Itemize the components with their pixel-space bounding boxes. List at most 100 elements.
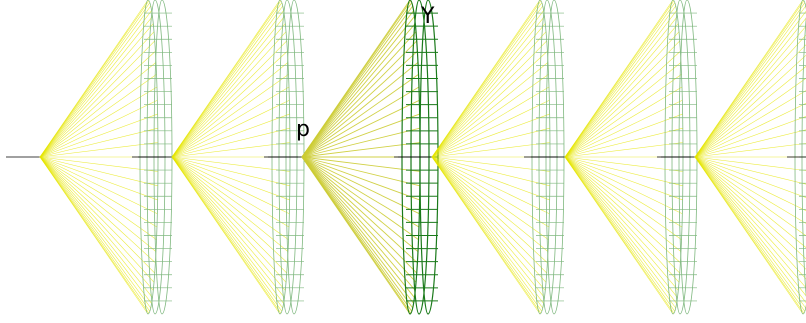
generator-line (171, 156, 283, 312)
generator-line (694, 54, 806, 158)
generator-line (39, 86, 158, 158)
generator-line (301, 23, 416, 158)
generator-line (301, 10, 414, 158)
generator-line (431, 156, 543, 312)
generator-line (564, 62, 682, 158)
generator-line (171, 23, 286, 158)
generator-line (39, 156, 157, 240)
generator-line (39, 10, 152, 158)
generator-line (564, 156, 681, 263)
generator-line (694, 0, 805, 158)
generator-line (694, 116, 806, 158)
generator-line (431, 10, 544, 158)
generator-line (431, 127, 550, 158)
generator-line (564, 156, 676, 309)
generator-line (431, 113, 550, 158)
generator-line (564, 40, 680, 158)
generator-line (694, 156, 806, 312)
generator-line (564, 86, 683, 158)
generator-line (171, 5, 283, 158)
generator-line (171, 156, 290, 214)
cone (398, 0, 565, 315)
generator-line (431, 16, 545, 158)
generator-line (301, 156, 421, 172)
generator-line (431, 156, 550, 187)
generator-line (301, 156, 419, 252)
generator-line (301, 142, 421, 158)
generator-line (39, 156, 151, 312)
generator-line (431, 156, 546, 291)
generator-line (431, 86, 550, 158)
generator-line (694, 156, 806, 198)
generator-line (171, 156, 290, 228)
generator-line (564, 10, 677, 158)
generator-line (694, 156, 806, 248)
cone-label-y: Y (421, 4, 435, 29)
generator-line (564, 156, 683, 214)
generator-line (431, 156, 550, 201)
generator-line (431, 51, 548, 158)
generator-line (694, 34, 806, 158)
generator-line (171, 156, 290, 172)
generator-line (39, 156, 158, 187)
generator-line (694, 156, 806, 289)
generator-line (171, 156, 284, 304)
generator-line (301, 73, 419, 158)
generator-line (564, 156, 677, 304)
generator-line (694, 156, 806, 304)
generator-line (39, 156, 155, 274)
generator-line (301, 40, 418, 158)
generator-line (171, 16, 285, 158)
generator-line (39, 62, 157, 158)
generator-line (694, 156, 806, 211)
cone-highlighted (268, 0, 439, 315)
generator-line (171, 2, 283, 158)
generator-line (564, 156, 678, 298)
generator-line (301, 156, 411, 315)
generator-line (431, 156, 543, 309)
generator-line (694, 5, 806, 158)
generator-line (171, 0, 282, 158)
generator-line (39, 100, 158, 158)
generator-line (171, 156, 289, 252)
generator-line (171, 40, 287, 158)
generator-line (564, 156, 683, 201)
generator-line (39, 156, 153, 298)
generator-line (694, 17, 806, 158)
generator-line (301, 156, 417, 283)
generator-line (431, 142, 550, 158)
generator-line (171, 51, 288, 158)
generator-line (694, 156, 806, 309)
generator-line (694, 143, 806, 158)
generator-line (564, 23, 679, 158)
generator-line (301, 156, 419, 241)
generator-line (694, 90, 806, 158)
generator-line (564, 156, 682, 240)
generator-line (564, 156, 680, 283)
generator-line (564, 2, 676, 158)
generator-line (171, 31, 287, 158)
generator-line (171, 156, 290, 187)
generator-line (39, 0, 150, 158)
generator-line (171, 156, 287, 274)
generator-line (301, 156, 418, 264)
generator-line (431, 156, 549, 252)
generator-line (301, 156, 416, 291)
generator-line (171, 86, 290, 158)
generator-line (694, 129, 806, 158)
generator-line (171, 156, 281, 315)
generator-line (564, 156, 683, 228)
generator-line (39, 156, 149, 315)
generator-line (301, 99, 420, 158)
generator-line (431, 156, 541, 315)
generator-line (39, 23, 154, 158)
generator-line (431, 156, 549, 240)
generator-line (564, 156, 680, 274)
generator-line (171, 156, 289, 240)
generator-line (39, 40, 155, 158)
generator-line (431, 156, 545, 298)
generator-line (171, 142, 290, 158)
cone (6, 0, 173, 315)
generator-line (694, 156, 806, 185)
